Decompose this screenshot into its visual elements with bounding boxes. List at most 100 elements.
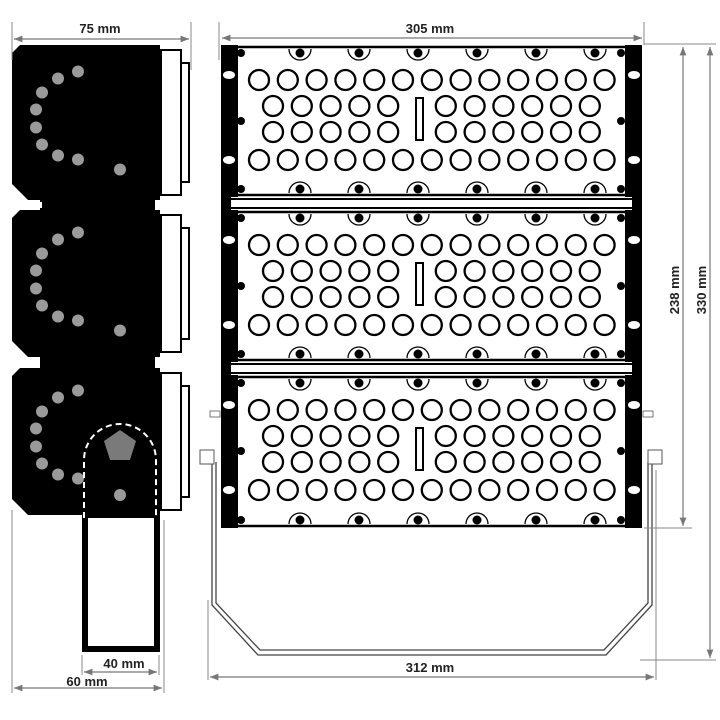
side-rail-right [625, 210, 642, 362]
screw-dot [590, 349, 600, 359]
led-lens [449, 398, 472, 422]
led-lens [391, 68, 415, 92]
side-led-dot [72, 314, 84, 327]
led-lens [434, 424, 457, 448]
screw-dot [590, 378, 600, 388]
led-lens [276, 478, 299, 502]
led-lens [578, 450, 601, 474]
led-lens [521, 424, 544, 448]
rail-slot [223, 71, 235, 79]
led-lens [449, 478, 472, 502]
screw-boss [288, 378, 312, 391]
screw-boss [465, 48, 489, 61]
led-lens [535, 68, 559, 92]
screw-boss [288, 512, 312, 525]
screw-boss [406, 213, 430, 226]
side-led-dot [52, 468, 64, 481]
front-module-1 [221, 45, 642, 197]
led-lens [434, 120, 457, 144]
led-lens [434, 285, 457, 309]
bracket-knob-left [199, 449, 215, 465]
led-lens [549, 450, 573, 474]
led-lens [507, 398, 530, 422]
led-lens [434, 450, 457, 474]
screw-dot [413, 213, 423, 223]
led-lens [363, 398, 386, 422]
front-module-2 [221, 210, 642, 362]
side-lens-edge [180, 62, 190, 183]
screw-dot [237, 350, 245, 358]
screw-boss [583, 181, 607, 194]
led-lens [593, 478, 616, 502]
screw-dot [472, 378, 482, 388]
side-led-dot [52, 310, 64, 323]
center-slot [415, 427, 424, 471]
bracket-tab [209, 410, 221, 418]
screw-dot [617, 49, 625, 57]
led-lens [507, 478, 530, 502]
led-lens [463, 450, 486, 474]
led-lens [305, 398, 328, 422]
led-lens [549, 94, 573, 118]
screw-dot [472, 349, 482, 359]
led-lens [449, 68, 472, 92]
dimension-60: 60 mm [11, 510, 165, 693]
side-rail-right [625, 375, 642, 528]
led-lens [535, 478, 559, 502]
dim-label-40: 40 mm [103, 656, 144, 671]
screw-boss [465, 512, 489, 525]
side-led-dot [72, 384, 84, 397]
screw-boss [288, 213, 312, 226]
screw-dot [617, 516, 625, 524]
led-lens [276, 148, 299, 172]
screw-dot [617, 447, 625, 455]
led-lens [478, 68, 501, 92]
led-lens [578, 424, 601, 448]
side-led-dot [114, 324, 126, 337]
screw-boss [524, 181, 548, 194]
rail-slot [628, 156, 640, 164]
led-lens [549, 120, 573, 144]
led-lens [578, 94, 601, 118]
led-lens [276, 233, 299, 257]
led-lens [261, 424, 285, 448]
led-lens [593, 148, 616, 172]
screw-dot [531, 48, 541, 58]
screw-boss [347, 346, 371, 359]
led-lens [247, 398, 271, 422]
side-front-lens [160, 49, 182, 196]
screw-dot [237, 282, 245, 290]
led-lens [290, 450, 313, 474]
screw-boss [583, 346, 607, 359]
led-lens [535, 398, 559, 422]
screw-dot [237, 379, 245, 387]
led-lens [593, 313, 616, 337]
screw-dot [295, 378, 305, 388]
led-lens [507, 313, 530, 337]
led-lens [463, 285, 486, 309]
side-led-dot [36, 86, 48, 99]
led-lens [535, 233, 559, 257]
led-lens [290, 120, 313, 144]
led-lens [564, 398, 587, 422]
screw-dot [237, 516, 245, 524]
led-lens [305, 148, 328, 172]
led-lens [521, 120, 544, 144]
rail-slot [628, 236, 640, 244]
dim-label-330: 330 mm [694, 266, 709, 314]
screw-dot [413, 48, 423, 58]
led-lens [247, 313, 271, 337]
led-lens [290, 424, 313, 448]
screw-dot [237, 117, 245, 125]
led-lens [261, 285, 285, 309]
screw-boss [524, 378, 548, 391]
led-lens [391, 313, 415, 337]
gap-rail [632, 197, 642, 210]
side-rail-left [221, 375, 238, 528]
screw-dot [295, 515, 305, 525]
screw-dot [531, 213, 541, 223]
screw-boss [465, 346, 489, 359]
led-lens [578, 259, 601, 283]
led-lens [261, 94, 285, 118]
side-led-dot [52, 391, 64, 404]
